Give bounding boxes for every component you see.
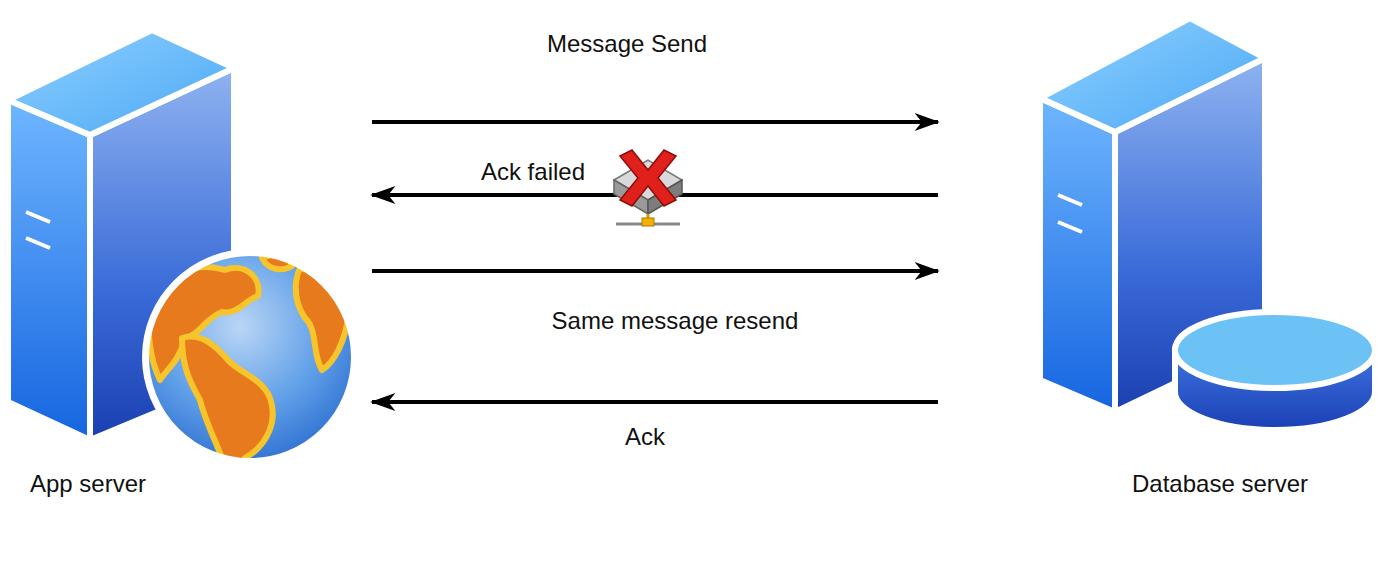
message-arrow [372,269,938,273]
edge-label: Ack failed [481,158,585,186]
server-label: Database server [1132,470,1308,498]
server-label: App server [30,470,146,498]
message-arrow [372,120,938,124]
globe-icon [142,249,358,467]
edge-label: Message Send [547,30,707,58]
database-cylinder [1175,312,1375,430]
message-arrow [372,400,938,404]
app-server-node: App server [0,0,372,520]
failed-link-symbol [614,150,682,226]
database-server-node: Database server [938,0,1388,520]
edge-label: Same message resend [552,307,799,335]
edge-label: Ack [625,423,665,451]
